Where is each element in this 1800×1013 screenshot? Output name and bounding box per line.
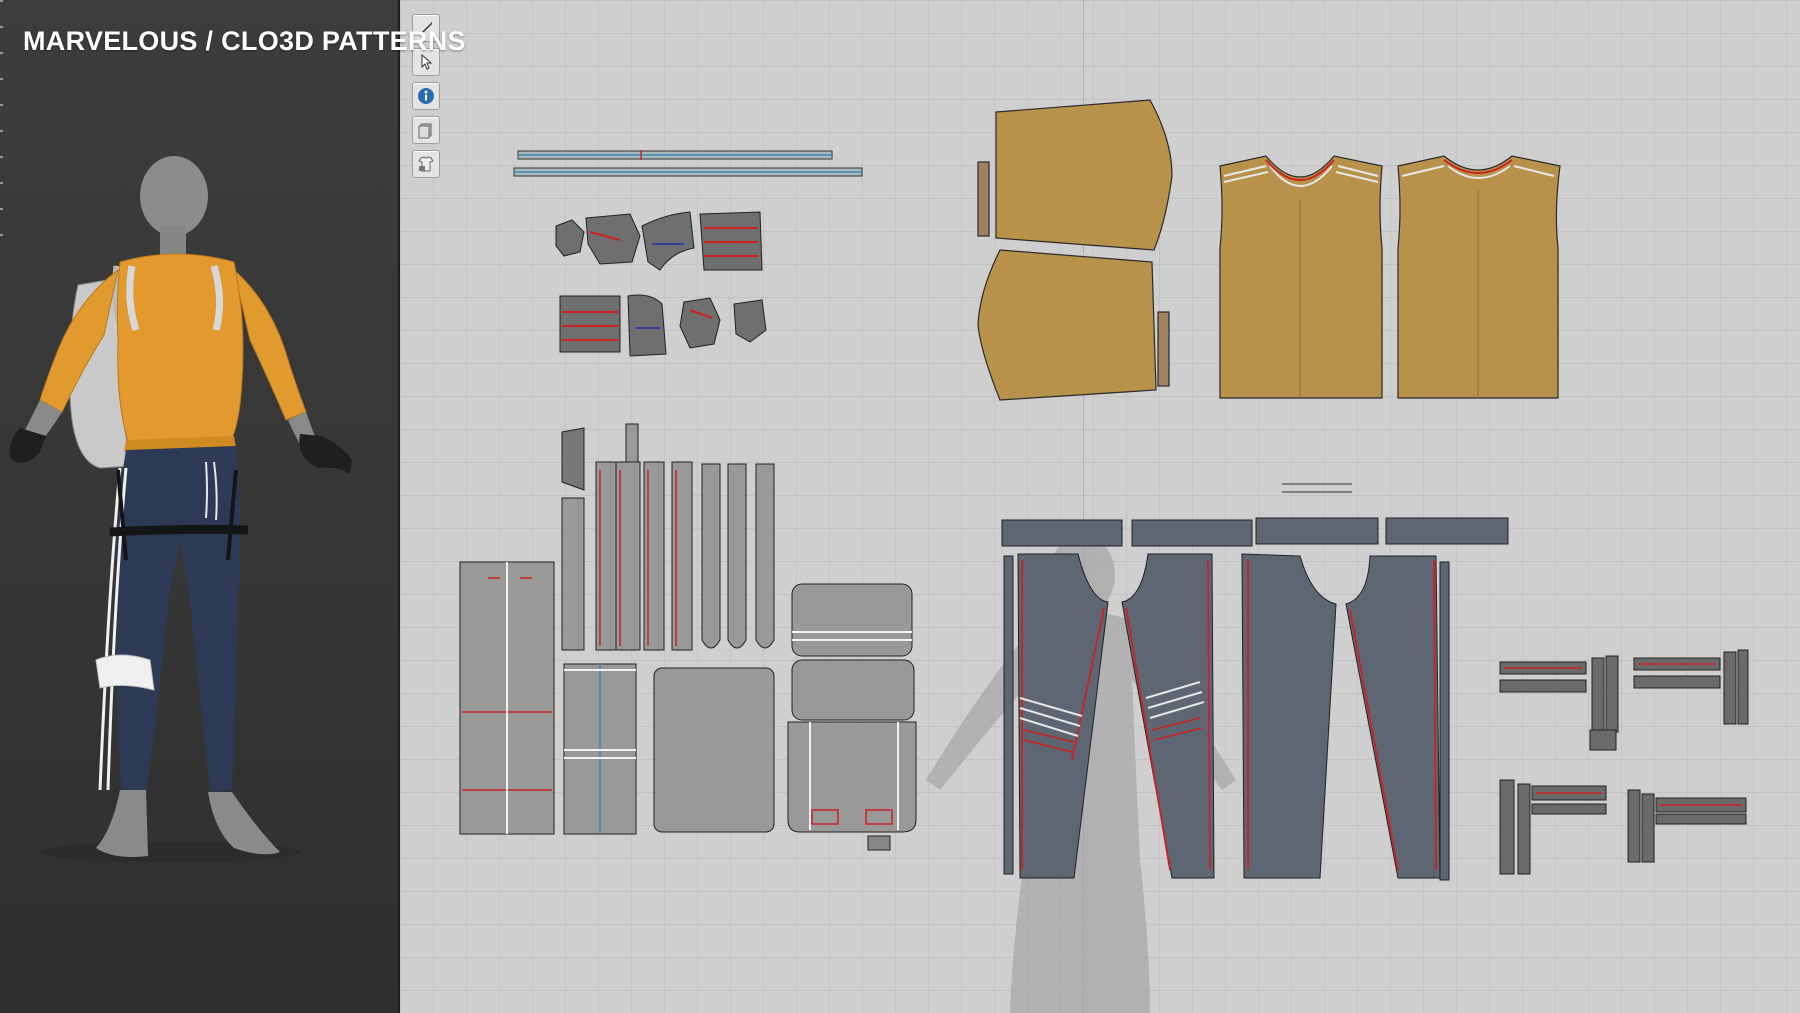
3d-viewport[interactable] <box>0 0 398 1013</box>
page-title: MARVELOUS / CLO3D PATTERNS <box>23 26 466 56</box>
sweater-pattern-pieces[interactable] <box>977 99 1561 401</box>
sleeve-cuff-right <box>1157 311 1170 387</box>
center-axis-line <box>1083 0 1084 1013</box>
sleeve-piece-bottom <box>977 249 1157 401</box>
transform-tool-button[interactable] <box>412 48 440 76</box>
sleeve-cuff-left <box>977 161 990 237</box>
2d-pattern-window[interactable] <box>400 0 1800 1013</box>
avatar-lock-tool-button[interactable] <box>412 150 440 178</box>
layers-icon <box>418 123 432 139</box>
glove-pattern-pieces[interactable] <box>555 211 767 357</box>
backpack-pattern-pieces[interactable] <box>459 423 917 851</box>
pant-leg-1 <box>1017 553 1109 879</box>
waistband-3 <box>1255 517 1379 545</box>
sweater-back <box>1397 155 1561 399</box>
cursor-icon <box>421 53 433 70</box>
pant-leg-2 <box>1121 553 1215 879</box>
sleeve-piece-top <box>995 99 1173 251</box>
waistband-2 <box>1131 519 1253 547</box>
pant-leg-4 <box>1345 555 1441 879</box>
viewport-edge-ruler <box>0 0 3 300</box>
waistband-1 <box>1001 519 1123 547</box>
pants-pattern-pieces[interactable] <box>1001 483 1509 881</box>
waistband-4 <box>1385 517 1509 545</box>
harness-pattern-pieces[interactable] <box>1499 649 1749 875</box>
shirt-lock-icon <box>418 156 434 172</box>
viewport-splitter[interactable] <box>398 0 400 1013</box>
pattern-toolbar <box>412 14 440 184</box>
info-icon <box>418 88 434 104</box>
pattern-layer-tool-button[interactable] <box>412 116 440 144</box>
select-move-tool-button[interactable] <box>412 14 440 42</box>
strap-pattern-pieces[interactable] <box>513 150 863 177</box>
avatar-3d-render[interactable] <box>0 0 398 1013</box>
pen-arrow-icon <box>419 22 432 35</box>
info-tool-button[interactable] <box>412 82 440 110</box>
sweater-front <box>1219 155 1383 399</box>
pant-leg-3 <box>1241 553 1337 879</box>
